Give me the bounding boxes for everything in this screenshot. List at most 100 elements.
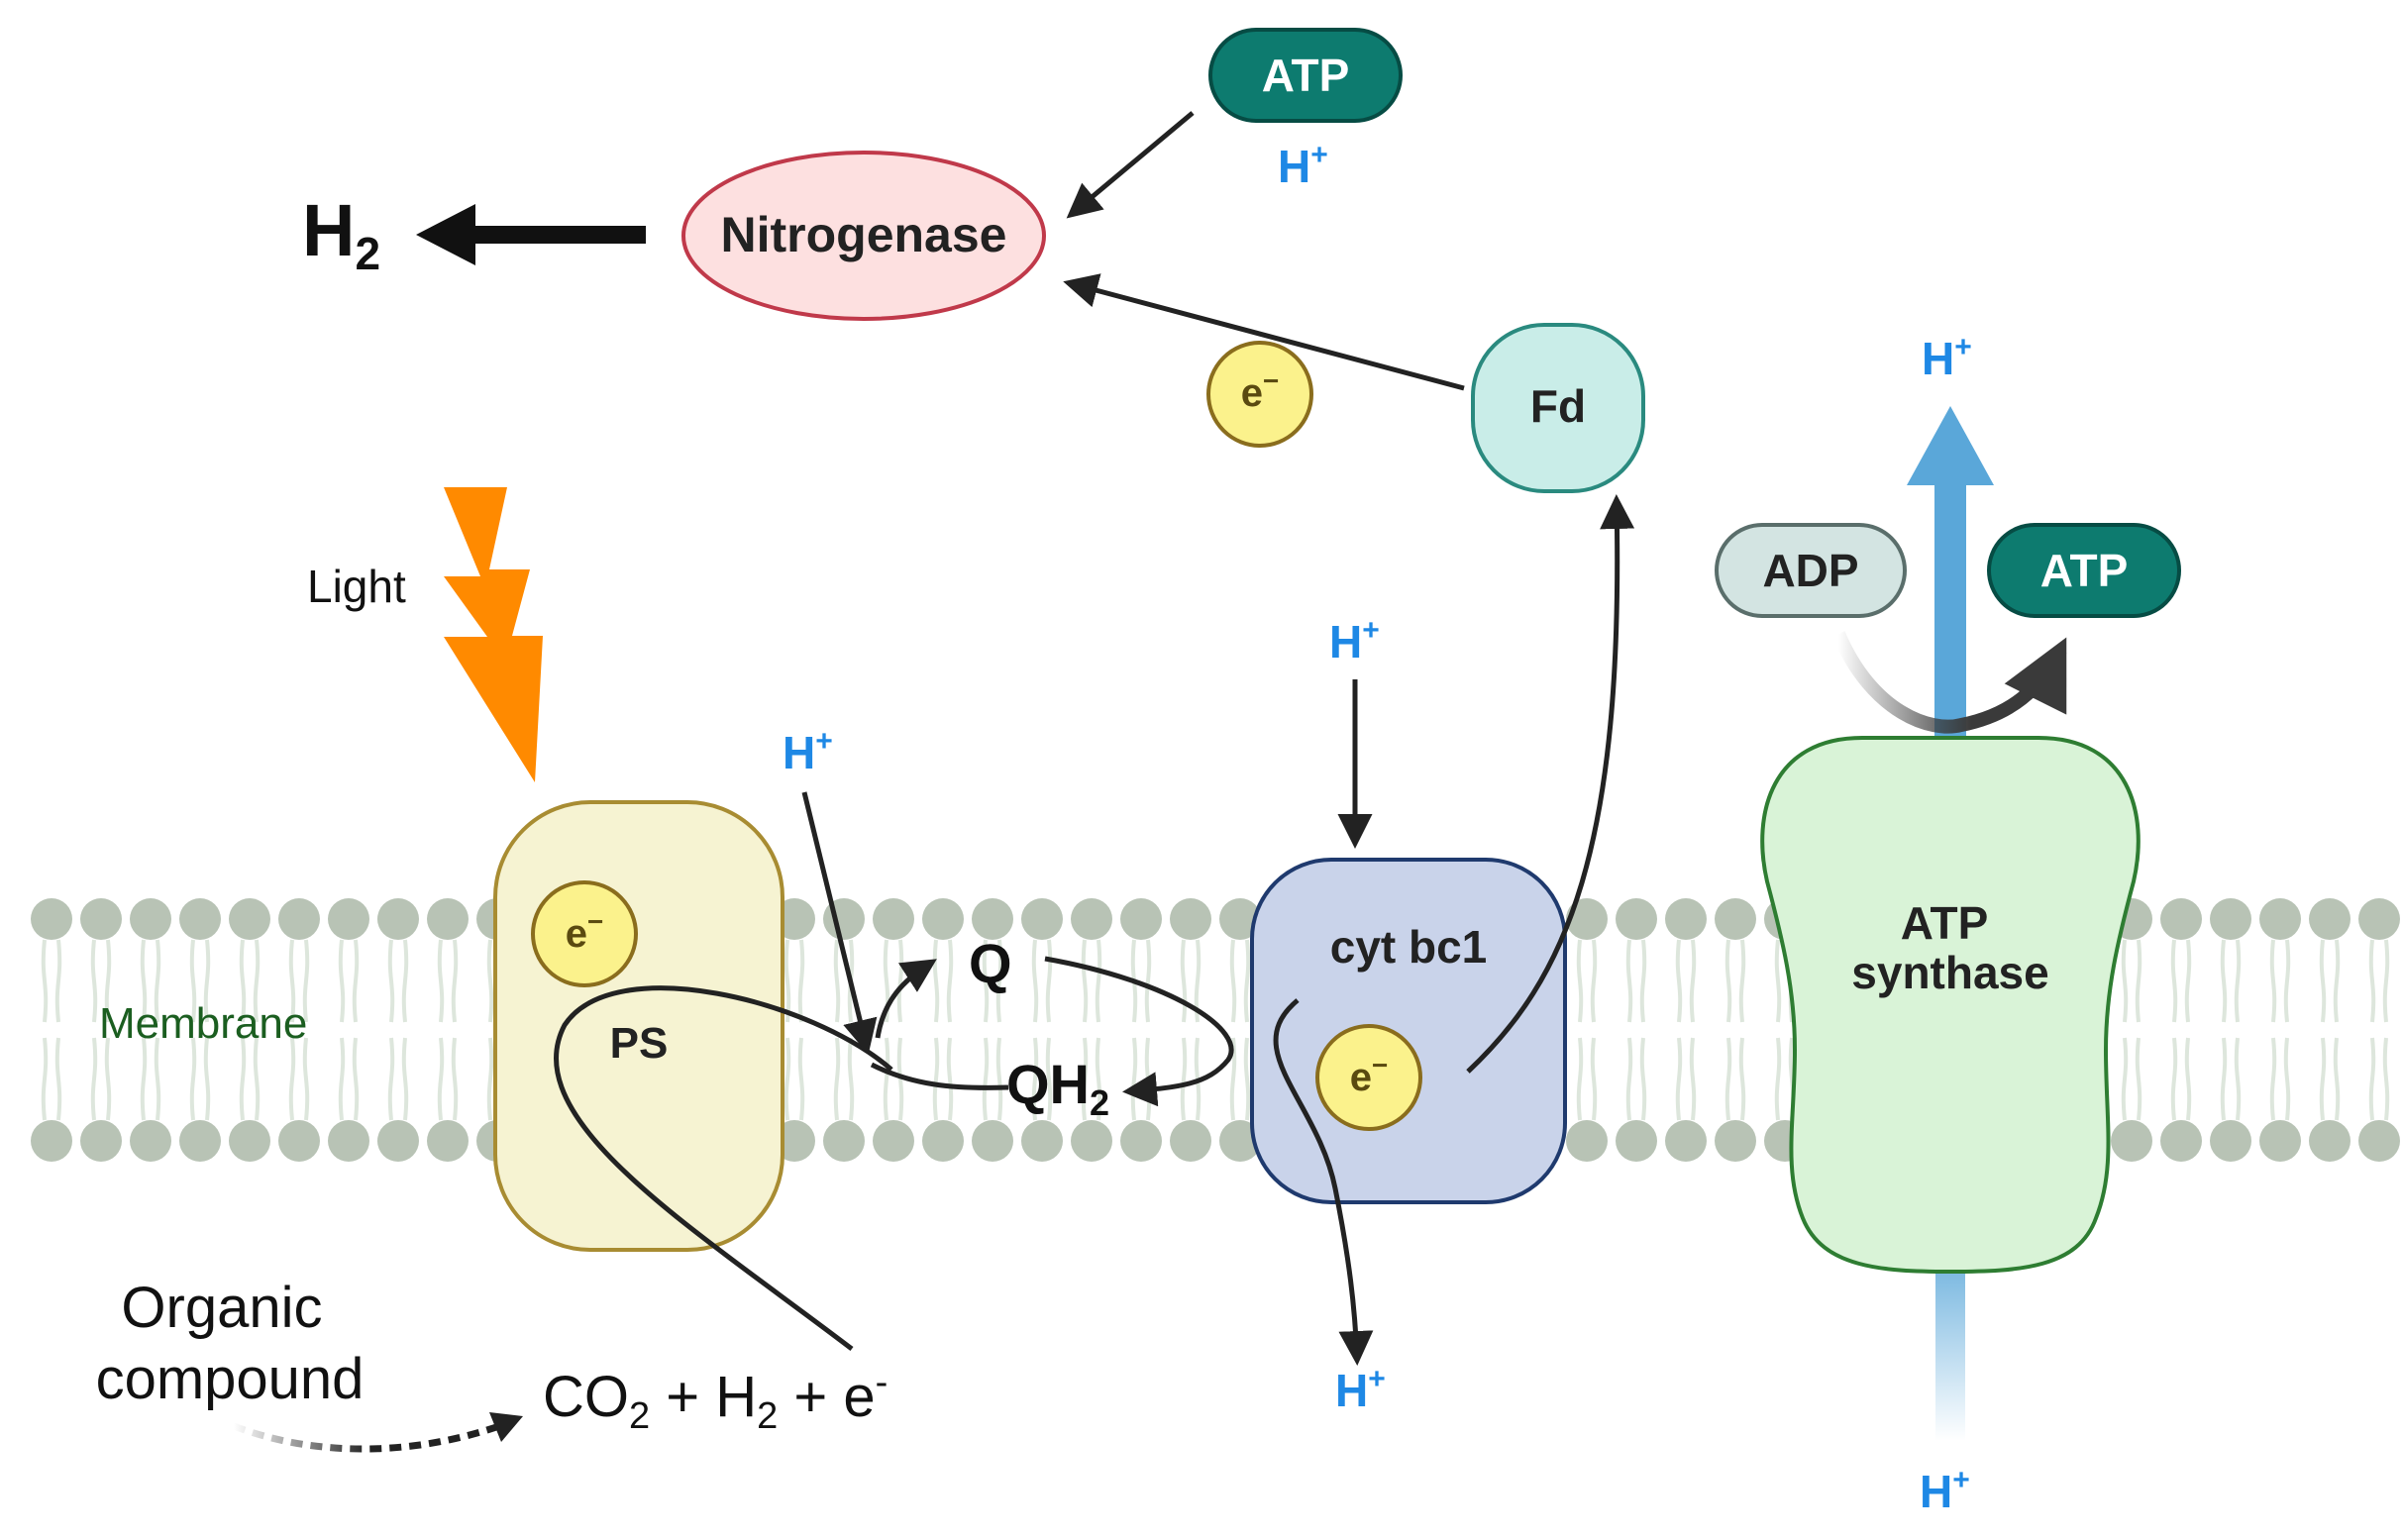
lipid-tail [1031, 939, 1039, 1023]
proton-channel-upper [1934, 473, 1966, 761]
adp-to-atp-arc [1831, 631, 2067, 734]
lipid-tail [1774, 1037, 1782, 1121]
proton-channel-lower [1935, 1258, 1965, 1441]
lipid-head [229, 898, 270, 940]
lipid-tail [797, 939, 805, 1023]
lipid-tail [451, 939, 459, 1023]
lipid-tail [140, 1037, 148, 1121]
electron-photosystem-base: e [566, 912, 587, 956]
lipid-tail [2234, 1037, 2242, 1121]
electron-path-ps-to-q [554, 985, 893, 1351]
lipid-tail [2220, 1037, 2228, 1121]
lipid-tail [352, 1037, 360, 1121]
atp-synthase-label: ATP synthase [1851, 897, 2048, 998]
lipid-tail [1738, 939, 1746, 1023]
lipid-head [278, 1120, 320, 1162]
lipid-tail [1675, 1037, 1683, 1121]
lipid-head [1219, 898, 1261, 940]
h-plus-out-cyt-path [1273, 998, 1374, 1366]
electron-fd-path [1206, 341, 1313, 448]
lipid-tail [1576, 1037, 1584, 1121]
electron-photosystem-label: e− [566, 906, 604, 956]
lipid-tail [154, 1037, 161, 1121]
lipid-tail [451, 1037, 459, 1121]
cytochrome-bc1-protein [1250, 858, 1567, 1204]
lipid-tail [239, 1037, 247, 1121]
h-plus-synthase-bottom-sup: + [1952, 1464, 1970, 1496]
lipid-tail [1095, 939, 1102, 1023]
h-plus-to-quinone-arrow [801, 791, 878, 1055]
electron-photosystem [531, 880, 638, 987]
lipid-tail [140, 939, 148, 1023]
lipid-tail [387, 1037, 395, 1121]
lipid-tail [2333, 1037, 2341, 1121]
lipid-tail [2170, 939, 2178, 1023]
atp-right-pill [1987, 523, 2181, 618]
lipid-head [229, 1120, 270, 1162]
lipid-tail [1675, 939, 1683, 1023]
lipid-head [1715, 1120, 1756, 1162]
ps-label: PS [610, 1019, 669, 1068]
h-plus-ps-top-sup: + [815, 725, 833, 758]
lipid-head [80, 898, 122, 940]
lipid-tail [2333, 939, 2341, 1023]
lipid-tail [41, 939, 49, 1023]
lipid-tail [932, 939, 940, 1023]
lipid-head [873, 1120, 914, 1162]
lipid-tail [203, 1037, 211, 1121]
lipid-tail [253, 939, 261, 1023]
lipid-tail [437, 1037, 445, 1121]
lipid-tail [104, 939, 112, 1023]
h-plus-top-atp-base: H [1278, 141, 1310, 192]
lipid-tail [1095, 1037, 1102, 1121]
lipid-head [31, 1120, 72, 1162]
lipid-tail [2135, 1037, 2142, 1121]
lipid-tail [338, 939, 346, 1023]
h-plus-cyt-top-sup: + [1362, 614, 1380, 647]
qh2-base: QH [1006, 1053, 1090, 1115]
h-plus-synthase-top: H+ [1922, 331, 1972, 384]
membrane-label: Membrane [99, 999, 307, 1048]
lipid-tail [239, 939, 247, 1023]
lipid-tail [2382, 1037, 2390, 1121]
lipid-head [1120, 898, 1162, 940]
lipid-tail [90, 1037, 98, 1121]
organic-line2: compound [96, 1347, 365, 1411]
lipid-tail [1180, 939, 1188, 1023]
lipid-head [179, 898, 221, 940]
h-plus-synthase-top-sup: + [1954, 331, 1972, 363]
h-plus-cyt-top: H+ [1329, 614, 1380, 667]
products-equation: CO2 + H2 + e- [543, 1362, 888, 1437]
qh2-label: QH2 [1006, 1053, 1109, 1123]
lipid-tail [2269, 939, 2277, 1023]
lipid-head [2309, 898, 2351, 940]
lipid-head [972, 1120, 1013, 1162]
lipid-tail [288, 1037, 296, 1121]
lipid-tail [2319, 939, 2327, 1023]
cyt-to-fd-arrow [1466, 494, 1635, 1074]
lipid-head [130, 1120, 171, 1162]
lipid-tail [1031, 1037, 1039, 1121]
atp-right-label: ATP [2040, 545, 2129, 596]
lipid-tail [302, 1037, 310, 1121]
h-plus-ps-top: H+ [783, 725, 833, 778]
lipid-tail [1081, 939, 1089, 1023]
lipid-head [1616, 898, 1657, 940]
lipid-tail [54, 1037, 62, 1121]
lipid-head [377, 898, 419, 940]
lipid-tail [203, 939, 211, 1023]
lipid-tail [288, 939, 296, 1023]
cyt-bc1-label: cyt bc1 [1330, 921, 1488, 973]
lipid-tail [946, 939, 954, 1023]
lipid-tail [946, 1037, 954, 1121]
lipid-head [2210, 1120, 2251, 1162]
lipid-tail [2184, 1037, 2192, 1121]
atp-synthase-line2: synthase [1851, 947, 2048, 998]
lipid-tail [90, 939, 98, 1023]
lipid-head [1170, 1120, 1211, 1162]
h2-product-label: H2 [302, 189, 380, 279]
lipid-tail [995, 1037, 1003, 1121]
lipid-head [922, 898, 964, 940]
lipid-head [972, 898, 1013, 940]
